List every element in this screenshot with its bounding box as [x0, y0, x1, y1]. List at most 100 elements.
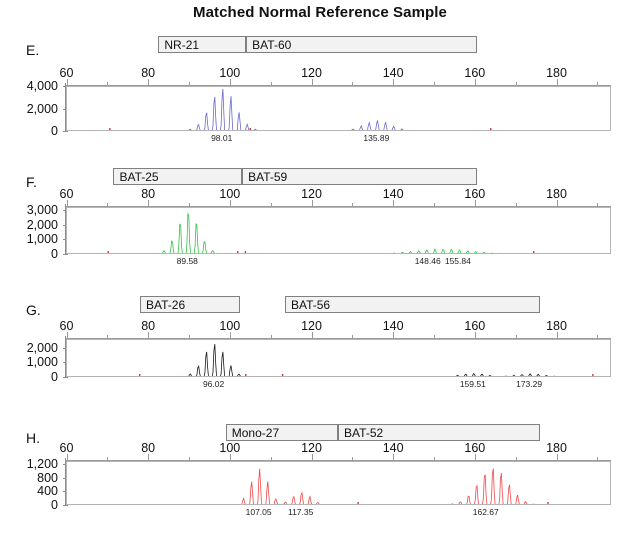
trace-curve: [109, 88, 492, 130]
x-tick-major: [311, 200, 313, 207]
x-tick-minor: [597, 203, 599, 207]
peak-size-label: 96.02: [202, 379, 225, 389]
x-tick-minor: [189, 203, 190, 207]
panel-letter: G.: [26, 302, 41, 318]
x-tick-minor: [189, 457, 190, 461]
peak-size-label: 135.89: [363, 133, 390, 143]
marker-bar: BAT-26 BAT-56: [0, 296, 640, 313]
x-tick-major: [66, 454, 68, 461]
peak-size-label: 117.35: [287, 507, 314, 517]
panel-letter: F.: [26, 174, 37, 190]
peak-size-label: 162.67: [472, 507, 499, 517]
x-tick-major: [474, 200, 476, 207]
panel-letter: H.: [26, 430, 40, 446]
x-tick-major: [66, 332, 68, 339]
x-tick-minor: [352, 203, 354, 207]
x-axis-line: [66, 460, 611, 461]
x-tick-label: 100: [219, 319, 241, 333]
x-tick-major: [229, 332, 231, 339]
x-tick-major: [229, 454, 231, 461]
y-tick-label: 0: [51, 124, 58, 138]
y-tick-label: 800: [37, 470, 58, 485]
marker-label-bat-59[interactable]: BAT-59: [242, 168, 477, 185]
x-tick-minor: [434, 335, 435, 339]
size-standard-spike: [533, 251, 535, 253]
x-tick-major: [229, 200, 231, 207]
peak-size-label: 173.29: [516, 379, 543, 389]
x-tick-minor: [107, 203, 109, 207]
marker-name: BAT-25: [119, 169, 159, 184]
x-tick-label: 160: [464, 319, 486, 333]
x-tick-minor: [434, 82, 435, 86]
x-tick-label: 140: [382, 319, 404, 333]
marker-name: NR-21: [164, 37, 200, 52]
x-tick-label: 80: [141, 187, 156, 201]
x-tick-minor: [434, 203, 435, 207]
x-tick-major: [393, 79, 395, 86]
x-tick-label: 60: [59, 66, 74, 80]
marker-name: BAT-26: [146, 297, 186, 312]
marker-bar: Mono-27 BAT-52: [0, 424, 640, 441]
marker-label-bat-52[interactable]: BAT-52: [338, 424, 541, 441]
x-tick-minor: [597, 457, 599, 461]
x-tick-label: 60: [59, 319, 74, 333]
x-tick-label: 100: [219, 441, 241, 455]
electropherogram-plot: [66, 86, 611, 131]
x-tick-minor: [107, 457, 109, 461]
y-tick-label: 2,000: [26, 340, 58, 355]
trace-curve: [139, 343, 594, 376]
x-tick-minor: [434, 457, 435, 461]
x-tick-minor: [515, 203, 517, 207]
size-standard-spike: [281, 374, 284, 376]
y-tick-label: 1,000: [26, 232, 58, 247]
x-tick-label: 80: [141, 319, 156, 333]
x-tick-label: 120: [301, 187, 322, 201]
x-tick-minor: [597, 82, 599, 86]
x-tick-minor: [107, 335, 109, 339]
y-axis-line: [65, 204, 66, 255]
x-tick-label: 100: [219, 66, 241, 80]
x-tick-major: [311, 332, 313, 339]
x-tick-label: 140: [382, 441, 404, 455]
y-tick-label: 0: [51, 247, 58, 261]
x-tick-label: 120: [301, 441, 322, 455]
y-tick-label: 3,000: [26, 202, 58, 217]
x-axis-line: [66, 338, 611, 339]
x-tick-major: [393, 454, 395, 461]
x-tick-label: 80: [141, 441, 156, 455]
x-tick-major: [148, 454, 150, 461]
x-tick-major: [556, 454, 558, 461]
y-tick-label: 1,200: [26, 457, 58, 472]
x-tick-major: [229, 79, 231, 86]
x-tick-major: [311, 79, 313, 86]
electropherogram-plot: [66, 461, 611, 505]
x-tick-minor: [515, 457, 517, 461]
x-tick-label: 160: [464, 441, 486, 455]
size-standard-spike: [592, 374, 594, 376]
marker-label-bat-60[interactable]: BAT-60: [246, 36, 477, 53]
size-standard-spike: [490, 128, 492, 130]
y-axis-line: [65, 83, 66, 132]
marker-label-mono-27[interactable]: Mono-27: [225, 424, 339, 441]
x-axis-line: [66, 206, 611, 207]
marker-label-bat-25[interactable]: BAT-25: [113, 168, 243, 185]
marker-name: Mono-27: [231, 425, 280, 440]
x-tick-label: 60: [59, 187, 74, 201]
marker-label-bat-26[interactable]: BAT-26: [140, 296, 241, 313]
marker-name: BAT-60: [252, 37, 292, 52]
x-tick-label: 180: [546, 319, 567, 333]
x-tick-label: 120: [301, 66, 322, 80]
marker-label-nr-21[interactable]: NR-21: [158, 36, 247, 53]
x-tick-label: 60: [59, 441, 74, 455]
marker-label-bat-56[interactable]: BAT-56: [284, 296, 541, 313]
x-tick-minor: [189, 335, 190, 339]
x-tick-major: [556, 200, 558, 207]
figure-title: Matched Normal Reference Sample: [192, 4, 448, 21]
y-tick-label: 4,000: [26, 79, 58, 93]
size-standard-spike: [139, 374, 141, 376]
x-tick-major: [66, 79, 68, 86]
x-tick-minor: [270, 203, 272, 207]
